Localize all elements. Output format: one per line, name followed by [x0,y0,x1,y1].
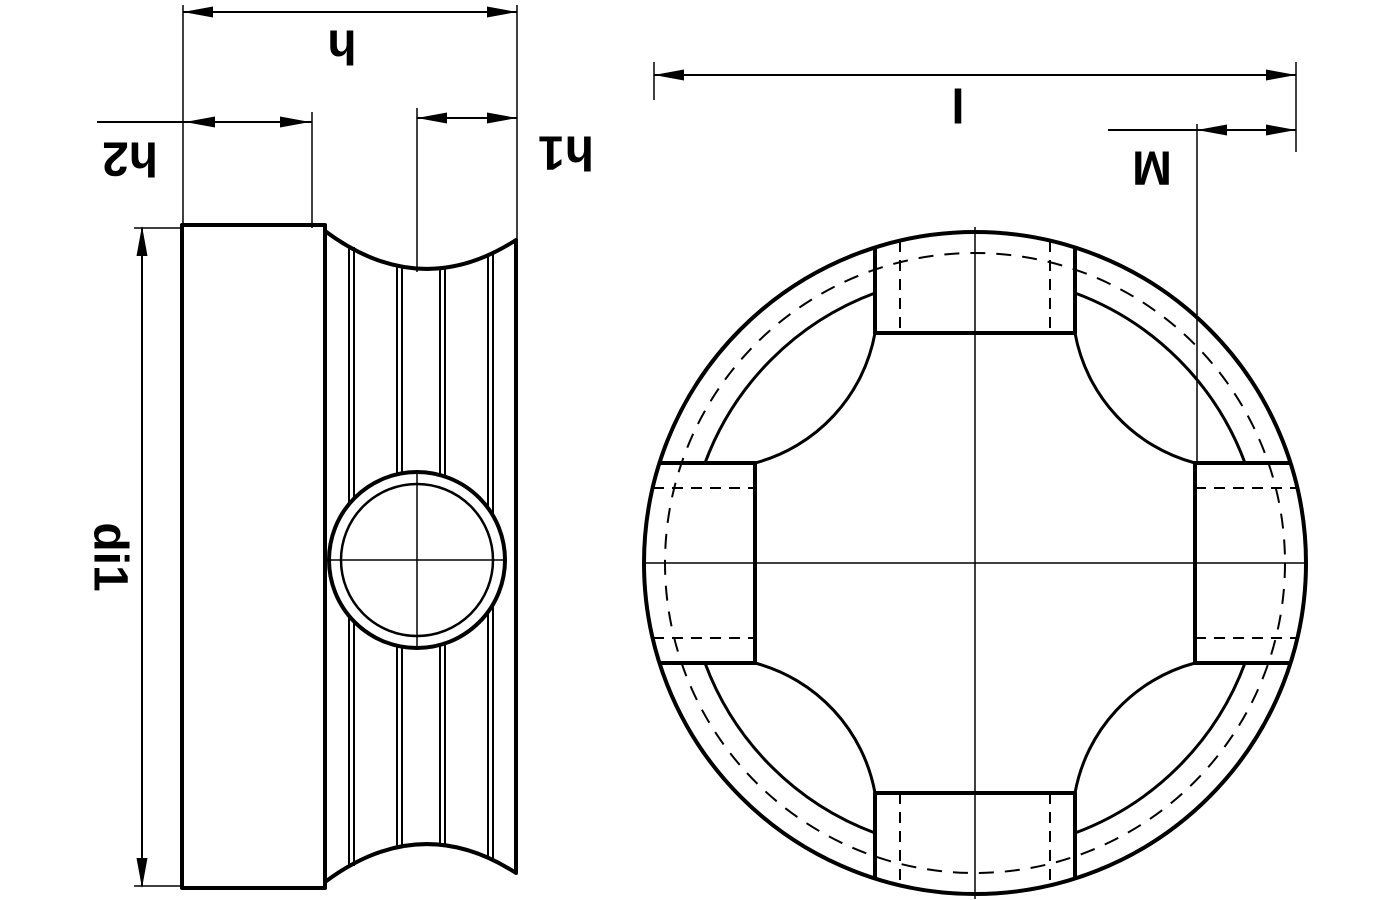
inner-rim-arcs [703,291,1247,835]
extension-lines [182,5,518,240]
extension-lines [653,62,1297,152]
front-view [642,227,1308,899]
arrowhead-left [1197,124,1227,136]
dimension-h-label: h [327,20,356,73]
dimension-h2: h2 [97,112,313,228]
arrowhead-right [1266,69,1296,81]
dimension-di1-label: di1 [84,522,137,591]
arrowhead-right [487,112,517,124]
dimension-m: M [1108,124,1296,462]
arrowhead-right [487,6,517,18]
dimension-h2-label: h2 [102,132,158,185]
disc-body [180,223,327,890]
web-fillet-arcs [754,332,1196,794]
dimension-l: l [653,62,1297,152]
arrowhead-right [280,116,310,128]
dimension-h: h [182,5,518,240]
dimension-l-label: l [951,78,964,131]
extension-lines [134,227,180,887]
arrowhead-bottom [136,858,148,888]
arrowhead-left [185,116,215,128]
arrowhead-left [183,6,213,18]
arrowhead-right [1266,124,1296,136]
arrowhead-top [136,226,148,256]
dimension-di1: di1 [84,226,180,888]
centerlines [643,227,1307,899]
hub-centerlines [330,108,504,647]
dimension-h1-label: h1 [538,126,594,179]
dimension-h1: h1 [417,112,594,179]
dimension-m-label: M [1132,141,1172,194]
lug-hidden-edges [653,241,1297,885]
side-view [180,108,518,890]
arrowhead-left [417,112,447,124]
arrowhead-left [654,69,684,81]
